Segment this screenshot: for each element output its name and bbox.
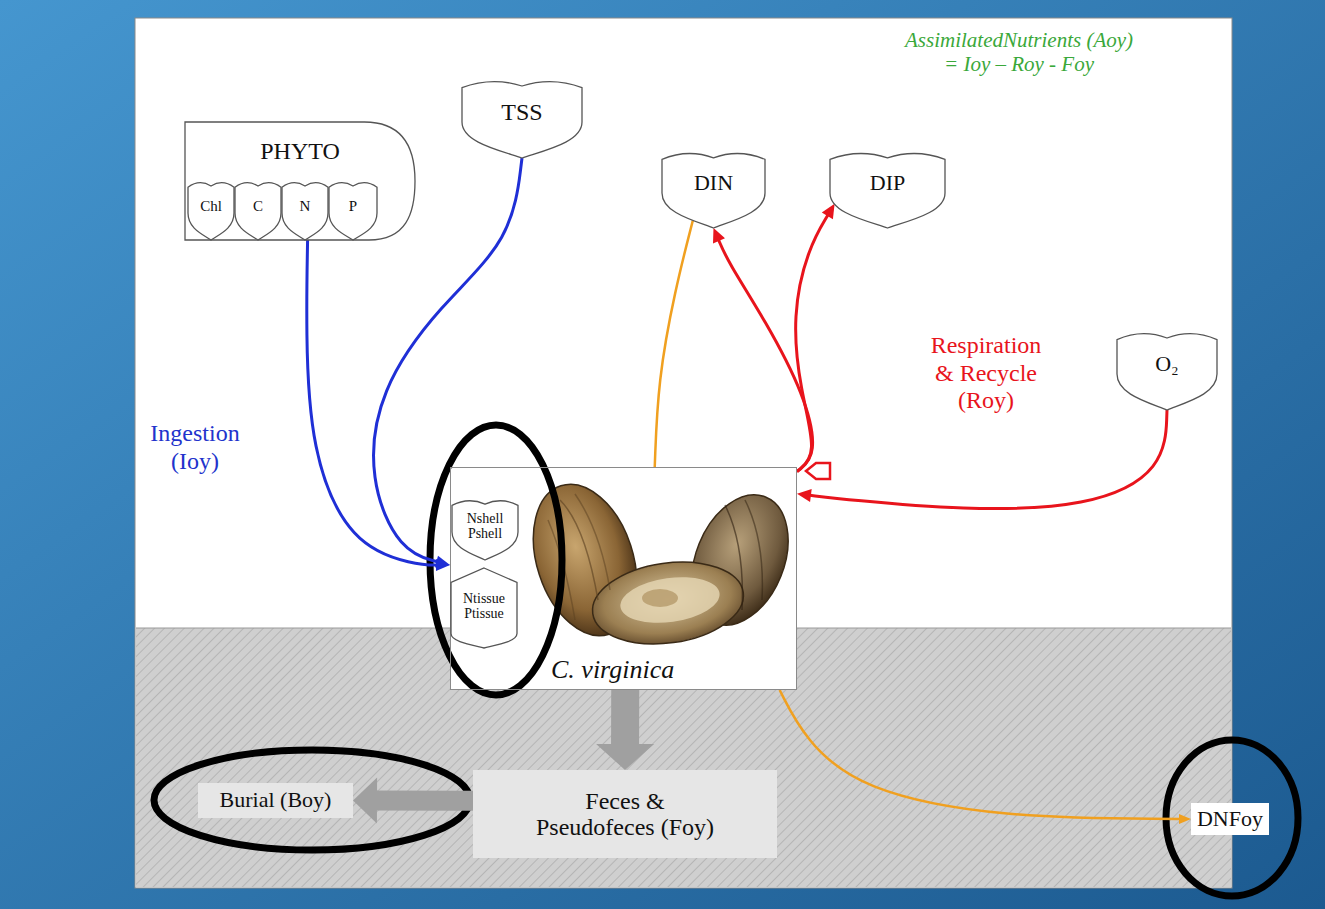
- node-text: N: [300, 198, 311, 215]
- ingestion-arrow: [307, 240, 450, 571]
- pool-shield: P: [329, 180, 377, 240]
- pool-shield: Chl: [188, 180, 234, 240]
- connector-line: [611, 690, 639, 749]
- highlight-ellipse: [1166, 740, 1298, 896]
- pool-shield: Nshell Pshell: [452, 498, 518, 560]
- node-text: Feces & Pseudofeces (Foy): [525, 788, 725, 841]
- excretion-line: [655, 220, 693, 467]
- node-text: Burial (Boy): [220, 788, 332, 812]
- connector-line: [780, 690, 1182, 819]
- arrow-head: [1179, 814, 1191, 824]
- pool-shield: DIN: [662, 150, 765, 228]
- node-outline-path: [1117, 334, 1217, 410]
- connector-line: [372, 791, 473, 811]
- water-column-panel: [135, 18, 1232, 888]
- process-box: Burial (Boy): [198, 783, 353, 818]
- node-text: DIN: [694, 171, 733, 195]
- node-outline-path: [462, 82, 582, 158]
- pool-shield: C: [235, 180, 281, 240]
- block-arrow: [596, 690, 654, 770]
- sink-label-box: DNFoy: [1191, 803, 1269, 835]
- arrow-head: [822, 204, 835, 219]
- connector-line: [655, 220, 693, 467]
- node-outline-path: [235, 183, 281, 240]
- node-text: TSS: [501, 99, 542, 125]
- connector-line: [796, 213, 829, 471]
- node-outline-path: [662, 153, 765, 228]
- node-text: P: [349, 198, 357, 215]
- node-outline-path: [329, 183, 377, 240]
- process-box: Feces & Pseudofeces (Foy): [473, 770, 777, 858]
- pool-shield: N: [282, 180, 328, 240]
- flow-label: Respiration & Recycle (Roy): [925, 332, 1047, 415]
- node-text: O₂: [1155, 352, 1179, 376]
- node-text: Chl: [200, 198, 222, 215]
- node-outline-path: [188, 183, 234, 240]
- node-outline-path: [282, 183, 328, 240]
- node-outline-path: [451, 568, 517, 648]
- denitrification-arrow: [780, 690, 1191, 824]
- pool-shield: TSS: [462, 78, 582, 158]
- equation-label: AssimilatedNutrients (Aoy) = Ioy – Roy -…: [900, 28, 1138, 76]
- node-text: DNFoy: [1197, 807, 1263, 831]
- pool-shield: Ntissue Ptissue: [451, 568, 517, 648]
- node-outline-path: [830, 153, 945, 228]
- organism-box: C. virginica Nshell PshellNtissue Ptissue: [450, 467, 797, 690]
- phyto-box: PHYTO Chl C N P: [185, 122, 415, 240]
- node-text: Ntissue Ptissue: [455, 591, 513, 622]
- connector-line: [307, 240, 439, 565]
- respiration-arrow: [796, 204, 835, 472]
- node-text: C. virginica: [551, 656, 674, 685]
- respiration-junction: [806, 463, 830, 479]
- arrow-head: [435, 556, 450, 568]
- node-outline-path: [452, 501, 518, 560]
- flow-label: Ingestion (Ioy): [145, 420, 245, 475]
- arrow-head: [596, 744, 654, 770]
- node-text: Nshell Pshell: [456, 511, 514, 542]
- arrow-head: [353, 778, 377, 824]
- arrow-head: [797, 489, 812, 502]
- node-text: PHYTO: [260, 138, 340, 164]
- arrow-head: [713, 228, 725, 243]
- pool-shield: DIP: [830, 150, 945, 228]
- connector-line: [808, 410, 1167, 509]
- pool-shield: O₂: [1117, 330, 1217, 410]
- node-outline-path: [185, 122, 415, 240]
- respiration-arrow: [797, 410, 1167, 509]
- node-text: DIP: [870, 171, 905, 195]
- node-text: C: [253, 198, 263, 215]
- block-arrow: [353, 778, 473, 824]
